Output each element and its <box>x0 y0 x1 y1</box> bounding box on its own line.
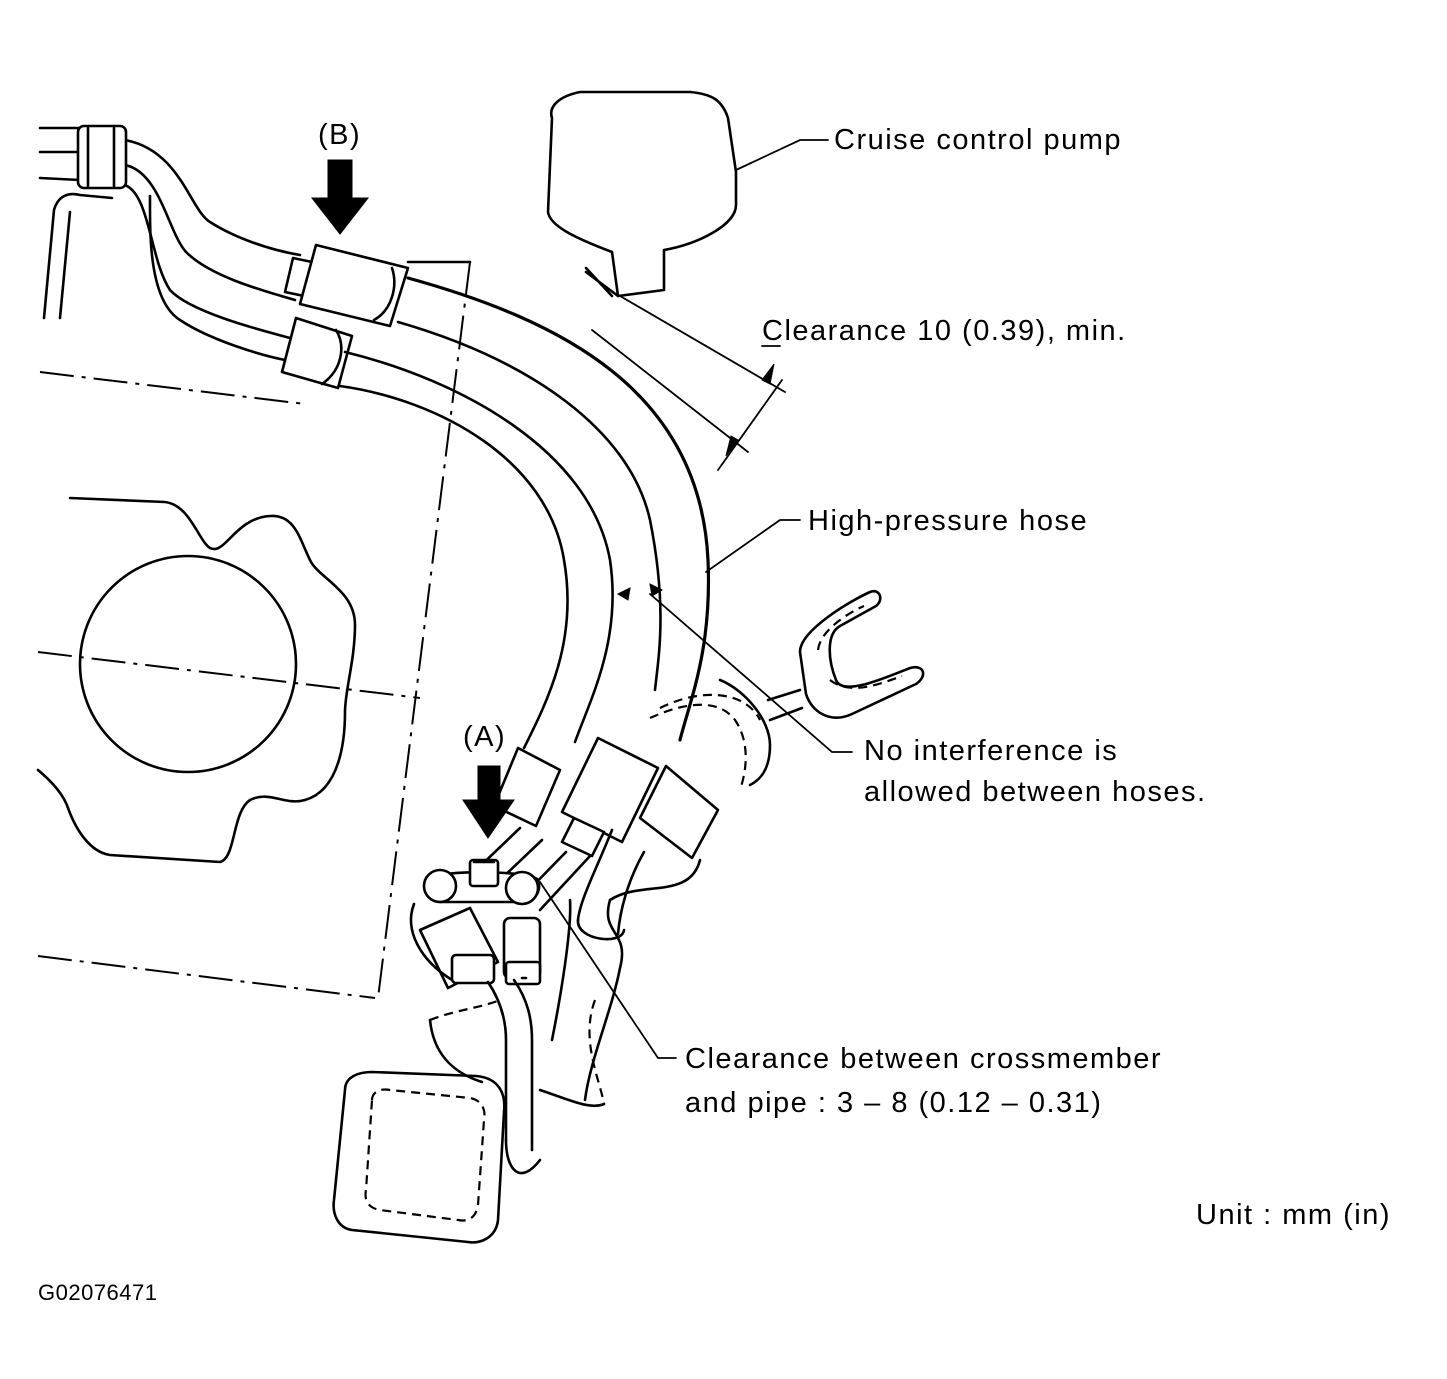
lower-connectors <box>472 736 720 941</box>
pipe-clamp-assembly <box>409 858 542 1152</box>
crossmember <box>428 858 702 1108</box>
cruise-control-pump <box>546 90 786 453</box>
marker-a-label: (A) <box>463 721 507 753</box>
no-interference-label-line1: No interference is <box>864 735 1119 767</box>
figure-id: G02076471 <box>38 1280 158 1305</box>
clearance-dimension <box>717 363 783 471</box>
crossmember-clearance-label-line1: Clearance between crossmember <box>685 1043 1163 1075</box>
pressure-pipes <box>38 124 302 362</box>
connector-b <box>280 243 410 390</box>
no-interference-label-line2: allowed between hoses. <box>864 776 1207 808</box>
engine-block-outline <box>36 192 472 999</box>
arrow-b <box>310 159 370 235</box>
marker-b-label: (B) <box>318 119 362 151</box>
high-pressure-hose-label: High-pressure hose <box>808 505 1089 537</box>
lower-bracket <box>332 1070 542 1244</box>
leader-lines <box>539 139 853 1059</box>
clearance-pump-label: Clearance 10 (0.39), min. <box>762 315 1127 347</box>
hose-guide-bracket <box>649 589 925 791</box>
crossmember-clearance-label-line2: and pipe : 3 – 8 (0.12 – 0.31) <box>685 1087 1103 1119</box>
cruise-pump-label: Cruise control pump <box>834 124 1122 156</box>
high-pressure-hose-group <box>338 276 711 750</box>
arrow-a <box>462 765 515 839</box>
unit-label: Unit : mm (in) <box>1196 1199 1391 1231</box>
